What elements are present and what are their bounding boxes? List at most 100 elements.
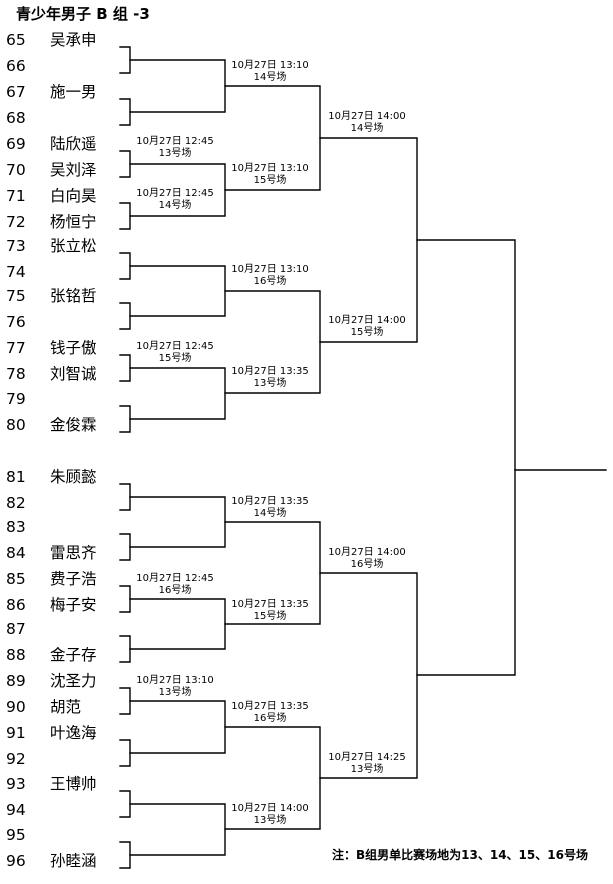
match-time: 10月27日 12:45: [136, 341, 214, 352]
match-time: 10月27日 13:10: [231, 264, 309, 275]
match-time: 10月27日 14:00: [231, 803, 309, 814]
bracket-r2-4: [129, 367, 226, 420]
player-name: 费子浩: [50, 570, 97, 588]
seed-number: 73: [6, 237, 26, 255]
player-name: 钱子傲: [50, 339, 97, 357]
player-name: 陆欣遥: [50, 135, 97, 153]
seed-number: 89: [6, 672, 26, 690]
seed-number: 72: [6, 213, 26, 231]
seed-number: 93: [6, 775, 26, 793]
seed-number: 79: [6, 390, 26, 408]
seed-number: 66: [6, 57, 26, 75]
player-name: 吴承申: [50, 31, 97, 49]
match-time: 10月27日 13:10: [231, 60, 309, 71]
player-name: 金俊霖: [50, 416, 97, 434]
match-time: 10月27日 12:45: [136, 188, 214, 199]
match-court: 16号场: [158, 585, 192, 596]
match-time: 10月27日 13:10: [136, 675, 214, 686]
bracket-r1-75-76: [119, 302, 131, 330]
player-name: 白向昊: [50, 187, 97, 205]
bracket-r2-5: [129, 496, 226, 548]
player-name: 张铭哲: [50, 287, 97, 305]
seed-number: 94: [6, 801, 26, 819]
bracket-r4-1: [319, 137, 418, 343]
court-note: 注：B组男单比赛场地为13、14、15、16号场: [332, 848, 588, 862]
match-time: 10月27日 14:00: [328, 547, 406, 558]
seed-number: 88: [6, 646, 26, 664]
match-court: 13号场: [253, 378, 287, 389]
match-court: 13号场: [253, 815, 287, 826]
bracket-r5-1: [416, 239, 516, 676]
player-name: 沈圣力: [50, 672, 97, 690]
bracket-r1-73-74: [119, 252, 131, 280]
bracket-r4-2: [319, 572, 418, 779]
match-time: 10月27日 13:35: [231, 496, 309, 507]
seed-number: 68: [6, 109, 26, 127]
player-name: 刘智诚: [50, 365, 97, 383]
match-time: 10月27日 14:00: [328, 111, 406, 122]
seed-number: 78: [6, 365, 26, 383]
seed-number: 71: [6, 187, 26, 205]
bracket-r1-67-68: [119, 98, 131, 126]
match-court: 14号场: [158, 200, 192, 211]
match-time: 10月27日 13:10: [231, 163, 309, 174]
match-time: 10月27日 13:35: [231, 701, 309, 712]
player-name: 孙睦涵: [50, 852, 97, 870]
seed-number: 65: [6, 31, 26, 49]
match-court: 13号场: [158, 687, 192, 698]
bracket-r1-65-66: [119, 46, 131, 74]
seed-number: 84: [6, 544, 26, 562]
match-court: 16号场: [253, 713, 287, 724]
match-court: 14号场: [253, 508, 287, 519]
page-title: 青少年男子 B 组 -3: [16, 5, 150, 23]
seed-number: 82: [6, 494, 26, 512]
seed-number: 69: [6, 135, 26, 153]
bracket-r2-3: [129, 265, 226, 317]
match-court: 16号场: [253, 276, 287, 287]
bracket-r2-7: [129, 700, 226, 754]
player-name: 施一男: [50, 83, 97, 101]
match-court: 15号场: [253, 175, 287, 186]
player-name: 金子存: [50, 646, 97, 664]
seed-number: 95: [6, 826, 26, 844]
seed-number: 80: [6, 416, 26, 434]
seed-number: 74: [6, 263, 26, 281]
match-time: 10月27日 13:35: [231, 599, 309, 610]
match-time: 10月27日 12:45: [136, 136, 214, 147]
seed-number: 67: [6, 83, 26, 101]
seed-number: 77: [6, 339, 26, 357]
bracket-r2-8: [129, 803, 226, 856]
seed-number: 86: [6, 596, 26, 614]
match-time: 10月27日 13:35: [231, 366, 309, 377]
match-court: 13号场: [158, 148, 192, 159]
match-court: 14号场: [350, 123, 384, 134]
seed-number: 75: [6, 287, 26, 305]
match-time: 10月27日 12:45: [136, 573, 214, 584]
match-court: 14号场: [253, 72, 287, 83]
match-court: 15号场: [253, 611, 287, 622]
bracket-r2-6: [129, 598, 226, 650]
bracket-r1-93-94: [119, 790, 131, 818]
seed-number: 85: [6, 570, 26, 588]
seed-number: 70: [6, 161, 26, 179]
match-court: 15号场: [350, 327, 384, 338]
match-court: 13号场: [350, 764, 384, 775]
match-time: 10月27日 14:00: [328, 315, 406, 326]
